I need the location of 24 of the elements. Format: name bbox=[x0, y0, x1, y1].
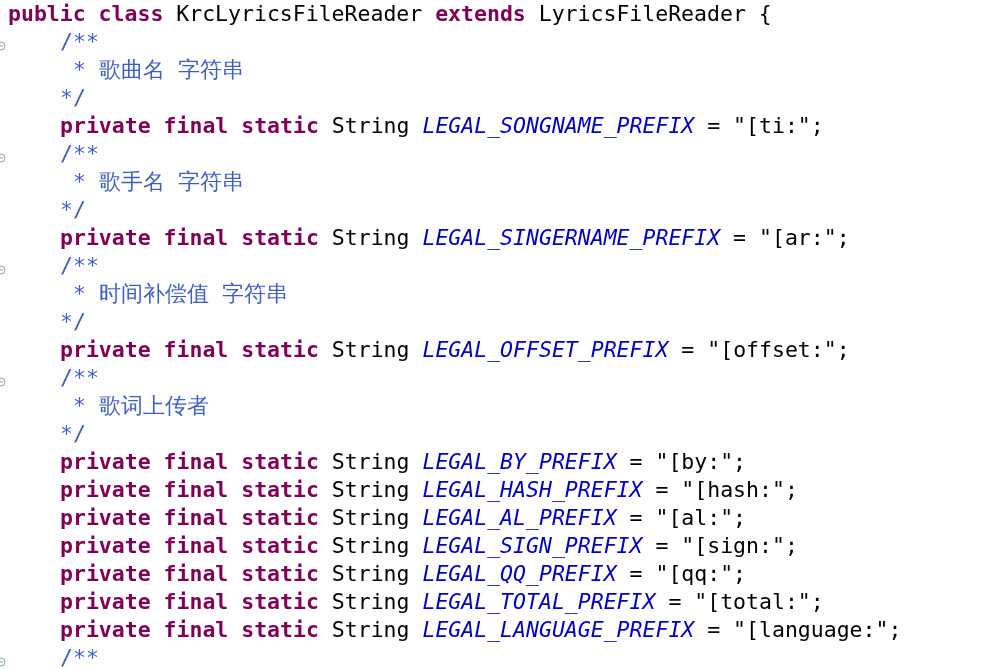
code-comment: * 时间补偿值 字符串 bbox=[73, 280, 288, 308]
code-comment: * 歌手名 字符串 bbox=[73, 168, 244, 196]
code-comment: */ bbox=[60, 196, 86, 224]
code-line: private final static String LEGAL_SINGERNAME_PREFIX = "[ar:"; bbox=[60, 224, 850, 252]
code-line: private final static String LEGAL_BY_PREFIX = "[by:"; bbox=[60, 448, 747, 476]
code-comment: /** bbox=[60, 364, 99, 392]
code-line: private final static String LEGAL_LANGUAGE_PREFIX = "[language:"; bbox=[60, 616, 902, 644]
code-comment: * 歌词上传者 bbox=[73, 392, 209, 420]
code-line: private final static String LEGAL_HASH_PREFIX = "[hash:"; bbox=[60, 476, 798, 504]
code-comment: */ bbox=[60, 84, 86, 112]
code-line: public class KrcLyricsFileReader extends LyricsFileReader { bbox=[8, 0, 772, 28]
code-line: private final static String LEGAL_AL_PREFIX = "[al:"; bbox=[60, 504, 747, 532]
code-line: private final static String LEGAL_SIGN_PREFIX = "[sign:"; bbox=[60, 532, 798, 560]
code-comment: /** bbox=[60, 644, 99, 669]
code-comment: /** bbox=[60, 28, 99, 56]
code-comment: * 歌曲名 字符串 bbox=[73, 56, 244, 84]
code-comment: /** bbox=[60, 140, 99, 168]
code-comment: */ bbox=[60, 420, 86, 448]
code-comment: */ bbox=[60, 308, 86, 336]
code-comment: /** bbox=[60, 252, 99, 280]
code-line: private final static String LEGAL_QQ_PREFIX = "[qq:"; bbox=[60, 560, 747, 588]
code-line: private final static String LEGAL_SONGNAME_PREFIX = "[ti:"; bbox=[60, 112, 824, 140]
code-line: private final static String LEGAL_OFFSET_PREFIX = "[offset:"; bbox=[60, 336, 850, 364]
code-line: private final static String LEGAL_TOTAL_PREFIX = "[total:"; bbox=[60, 588, 824, 616]
